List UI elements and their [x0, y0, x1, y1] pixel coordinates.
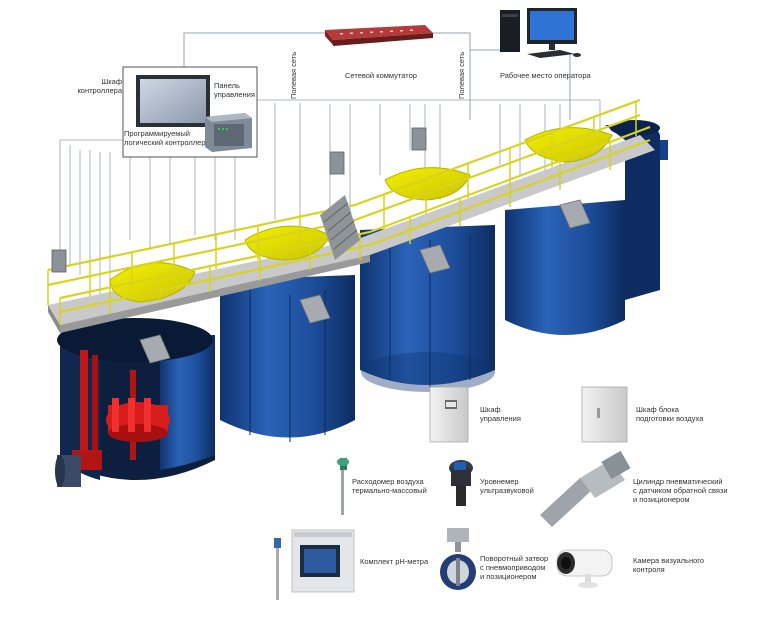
ph-meter-icon: [274, 529, 355, 600]
legend-control-cabinet-label: Шкаф управления: [480, 405, 521, 423]
legend-camera-label: Камера визуального контроля: [633, 556, 704, 574]
legend-ph-meter-label: Комплект pH-метра: [360, 557, 429, 566]
operator-workstation: [500, 8, 581, 58]
network-switch: [325, 25, 433, 46]
butterfly-valve-icon: [440, 528, 476, 590]
cabinet-controller-label: Шкаф контроллера: [77, 77, 122, 95]
air-flowmeter-icon: [337, 458, 349, 515]
network-lines: [183, 32, 571, 120]
controller-callout: [122, 66, 258, 158]
flotation-tank-2: [220, 275, 355, 442]
air-prep-cabinet-icon: [581, 386, 628, 443]
flotation-tank-3: [360, 225, 495, 392]
camera-icon: [556, 549, 613, 588]
railing-posts: [47, 101, 637, 325]
control-cabinet-icon: [429, 386, 469, 443]
operator-station-label: Рабочее место оператора: [500, 71, 591, 80]
froth-troughs: [139, 199, 591, 364]
field-cabinets: [51, 127, 427, 273]
field-network-left-label: Полевая сеть: [289, 51, 298, 99]
legend-air-flowmeter-label: Расходомер воздуха термально-массовый: [352, 477, 427, 495]
level-gauge-icon: [449, 460, 473, 506]
railings: [47, 98, 651, 314]
walkway-platform: [48, 135, 655, 333]
stairway: [320, 195, 360, 260]
network-switch-label: Сетевой коммутатор: [345, 71, 417, 80]
plc-label: Программируемый логический контроллер: [124, 129, 206, 147]
legend-level-gauge-label: Уровнемер ультразвуковой: [480, 477, 534, 495]
legend-butterfly-valve-label: Поворотный затвор с пневмоприводом и поз…: [480, 554, 549, 581]
tank-lids: [109, 127, 613, 303]
legend-air-prep-cabinet-label: Шкаф блока подготовки воздуха: [636, 405, 704, 423]
pneumatic-cylinder-icon: [540, 450, 631, 527]
flotation-tank-1-cutaway: [55, 318, 215, 487]
control-panel-label: Панель управления: [214, 81, 255, 99]
field-network-right-label: Полевая сеть: [457, 51, 466, 99]
legend-pneumatic-cylinder-label: Цилиндр пневматический с датчиком обратн…: [633, 477, 728, 504]
flotation-tank-4: [505, 120, 668, 335]
